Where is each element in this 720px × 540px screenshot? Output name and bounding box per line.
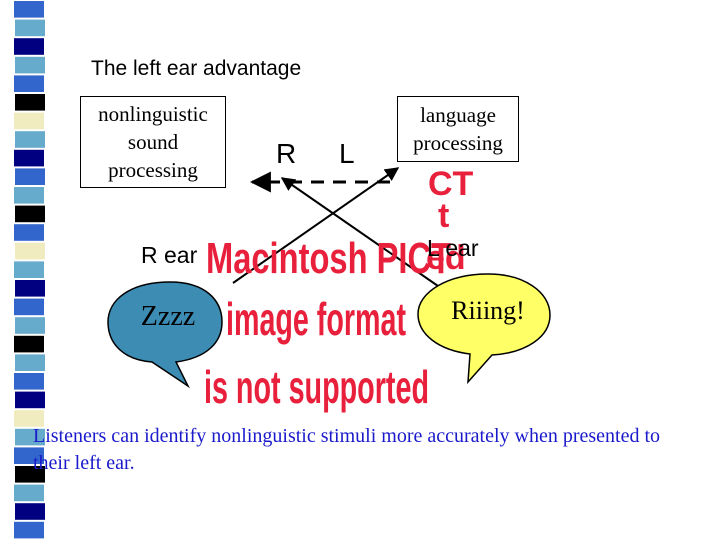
left-box-line1: nonlinguistic — [98, 102, 208, 126]
stripe-block — [14, 1, 44, 18]
nonlinguistic-processing-box: nonlinguistic sound processing — [80, 96, 226, 188]
pict-line1: Macintosh PICT — [206, 234, 451, 283]
pict-ghost-line2: t — [438, 197, 449, 235]
pict-warning-image: CT t ed Macintosh PICT image format is n… — [204, 165, 474, 413]
right-bubble-text: Riiing! — [451, 296, 525, 325]
stripe-block — [15, 280, 45, 297]
stripe-block — [14, 261, 44, 278]
stripe-block — [15, 131, 45, 148]
arrow-rear-to-language — [232, 167, 400, 284]
stripe-block — [14, 335, 44, 353]
stripe-block — [14, 38, 44, 55]
stripe-block — [14, 484, 44, 502]
stripe-block — [14, 373, 44, 390]
stripe-block — [14, 298, 44, 316]
pict-ghost-line1: CT — [428, 165, 474, 203]
stripe-block — [15, 205, 45, 223]
stripe-block — [15, 391, 45, 409]
stripe-block — [15, 503, 45, 520]
right-speech-bubble — [417, 273, 551, 385]
stripe-block — [15, 56, 45, 74]
left-ear-label: L ear — [427, 235, 479, 261]
language-processing-box: language processing — [397, 96, 519, 162]
pict-line3: is not supported — [204, 361, 429, 413]
stripe-block — [14, 149, 44, 167]
stripe-block — [15, 428, 45, 446]
stripe-block — [14, 112, 44, 130]
stripe-block — [14, 75, 44, 92]
left-speech-bubble — [107, 281, 223, 389]
pict-ghost-line3: ed — [426, 239, 466, 277]
pict-line2: image format — [226, 293, 406, 345]
stripe-block — [15, 317, 45, 334]
left-bubble-text: Zzzz — [140, 301, 196, 332]
stripe-block — [15, 466, 45, 483]
stripe-block — [14, 410, 44, 427]
right-box-line2: processing — [413, 131, 503, 155]
right-hemisphere-label: R — [276, 138, 297, 169]
stripe-block — [14, 187, 44, 204]
stripe-block — [14, 521, 44, 539]
stripe-block — [15, 168, 45, 185]
stripe-block — [15, 94, 45, 111]
slide-caption: Listeners can identify nonlinguistic sti… — [33, 425, 661, 474]
right-box-line1: language — [420, 103, 496, 127]
left-box-line3: processing — [108, 158, 198, 182]
left-box-line2: sound — [127, 130, 179, 154]
left-hemisphere-label: L — [339, 138, 355, 169]
slide-title: The left ear advantage — [91, 57, 302, 80]
decorative-stripe — [14, 1, 45, 539]
arrow-lear-to-hemisphere — [280, 177, 439, 287]
stripe-block — [14, 224, 44, 241]
stripe-block — [14, 447, 44, 464]
stripe-block — [15, 242, 45, 260]
stripe-block — [15, 354, 45, 371]
stripe-block — [15, 19, 45, 37]
right-ear-label: R ear — [141, 242, 198, 268]
